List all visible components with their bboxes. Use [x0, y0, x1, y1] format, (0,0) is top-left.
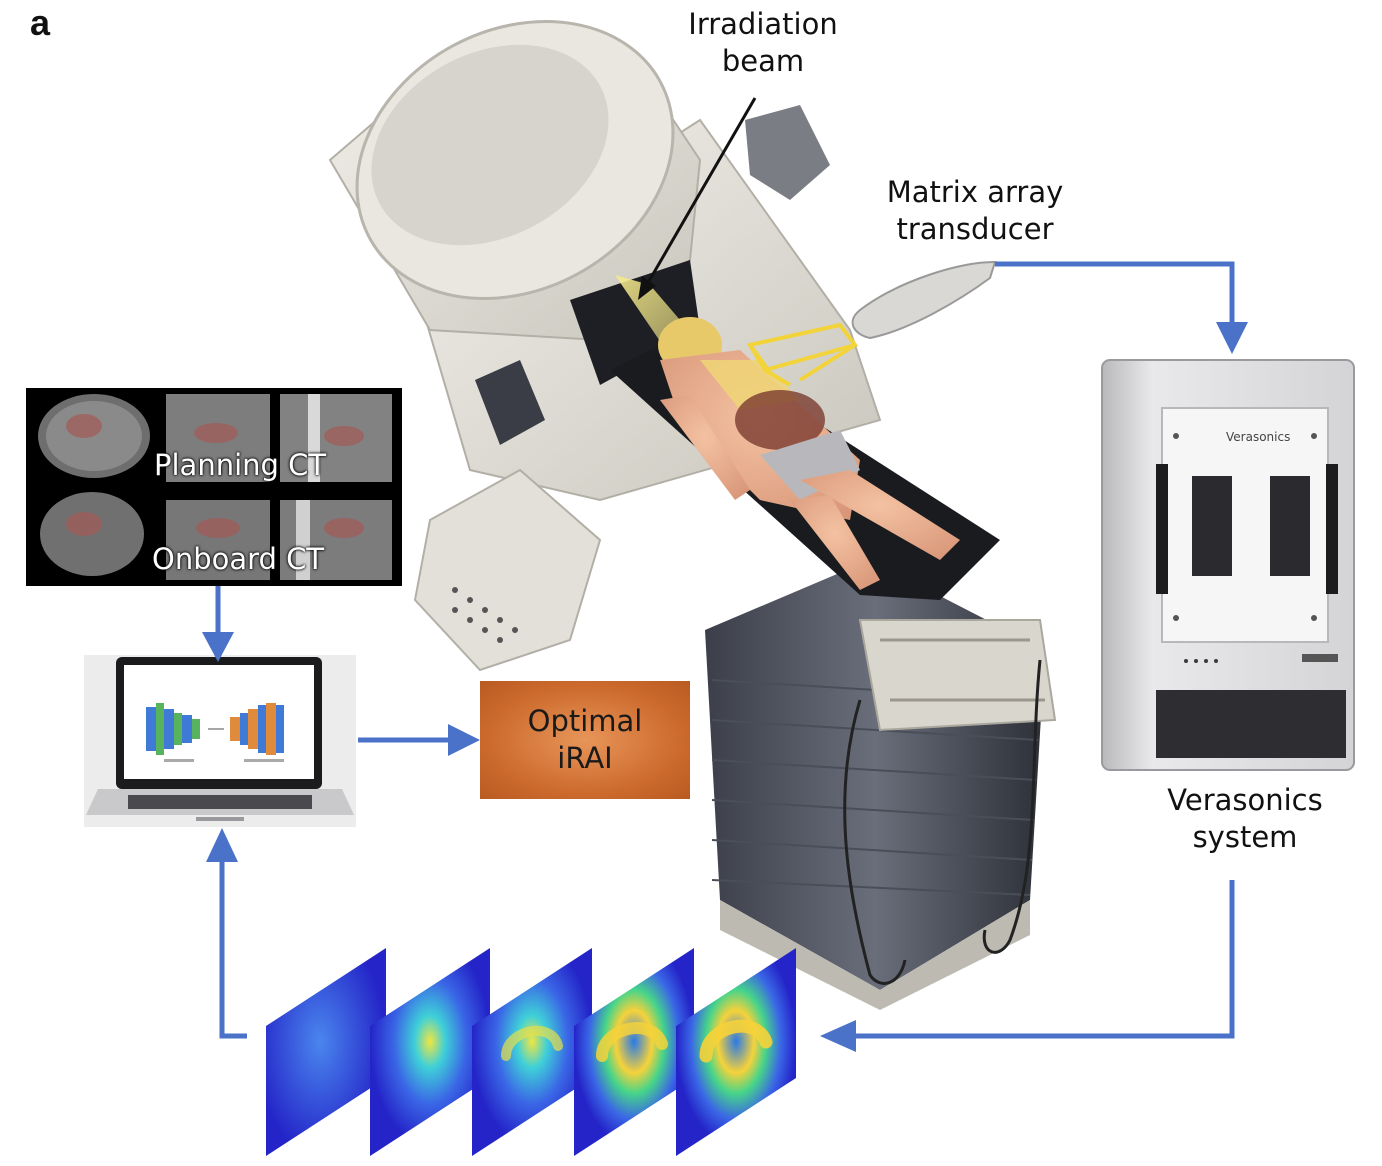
verasonics-hardware-illustration [1101, 359, 1355, 771]
laptop-illustration [86, 657, 354, 821]
onboard-ct-label: Onboard CT [152, 542, 325, 576]
ultrasound-frame-2 [370, 948, 490, 1156]
irradiation-beam-label-line2: beam [721, 44, 805, 78]
irradiation-beam-label-line1: Irradiation [688, 7, 838, 41]
optimal-irai-line1: Optimal [527, 704, 643, 738]
ct-slices-illustration [38, 394, 392, 580]
optimal-irai-line2: iRAI [557, 741, 613, 775]
ct-image-panel: Planning CT Onboard CT [26, 388, 402, 586]
ultrasound-frame-1 [266, 948, 386, 1156]
irradiation-beam-label: Irradiation beam [660, 6, 866, 80]
matrix-array-transducer-label-line1: Matrix array [886, 175, 1064, 209]
ultrasound-frame-sequence [266, 948, 796, 1156]
ultrasound-frame-4 [574, 948, 694, 1156]
ultrasound-frame-3 [472, 948, 592, 1156]
laptop-panel [84, 655, 356, 827]
panel-letter: a [30, 2, 51, 43]
verasonics-brand-text: Verasonics [1226, 430, 1291, 444]
matrix-array-transducer-label: Matrix array transducer [872, 174, 1078, 248]
verasonics-system-label: Verasonics system [1140, 782, 1350, 856]
optimal-irai-box: Optimal iRAI [480, 681, 690, 799]
planning-ct-label: Planning CT [154, 448, 327, 482]
patient-phantom-illustration [658, 317, 960, 590]
verasonics-system-label-line1: Verasonics [1167, 783, 1323, 817]
matrix-array-transducer-label-line2: transducer [896, 212, 1054, 246]
ultrasound-frame-5 [676, 948, 796, 1156]
verasonics-system-label-line2: system [1192, 820, 1298, 854]
